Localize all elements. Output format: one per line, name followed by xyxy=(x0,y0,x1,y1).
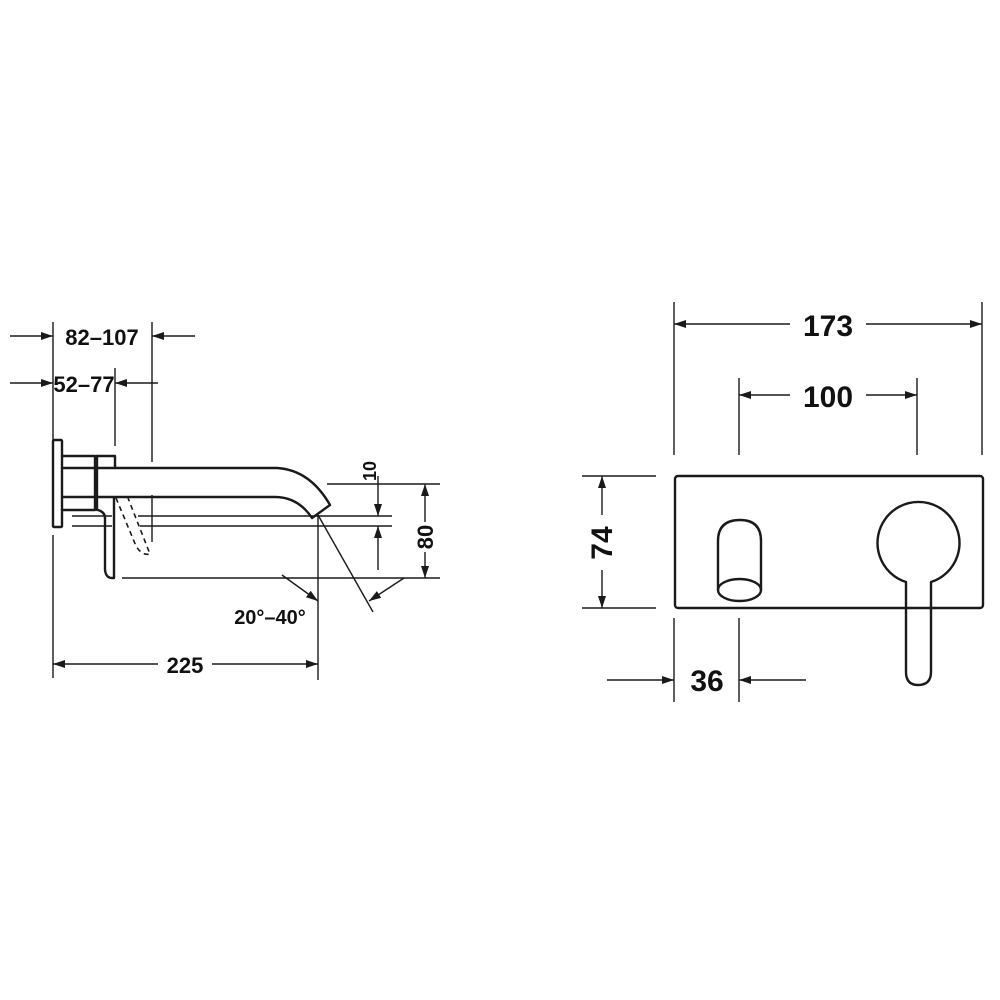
dimension-projection: 225 xyxy=(53,653,318,678)
cover-plate xyxy=(673,474,985,610)
dimension-spray-angle: 20°–40° xyxy=(234,574,405,629)
dim-label-36: 36 xyxy=(690,665,723,698)
dimension-wall-depth-lever: 52–77 xyxy=(10,372,158,397)
dim-label-10: 10 xyxy=(360,461,380,481)
front-view: 173 100 74 3 xyxy=(582,302,985,702)
dimension-plate-height: 74 xyxy=(582,475,656,609)
dim-label-173: 173 xyxy=(803,310,853,343)
dim-label-52-77: 52–77 xyxy=(53,372,114,397)
lever-handle xyxy=(96,496,116,580)
lever-handle-front xyxy=(876,500,961,687)
valve-body xyxy=(60,454,97,512)
spray-angle-line xyxy=(317,514,374,613)
side-view: 82–107 52–77 xyxy=(10,322,440,680)
dimension-axis-distance: 100 xyxy=(739,381,917,414)
dim-label-80: 80 xyxy=(413,525,438,549)
spout xyxy=(60,466,332,520)
dimension-spout-drop: 10 xyxy=(360,461,382,570)
dim-label-100: 100 xyxy=(803,381,853,414)
dim-label-225: 225 xyxy=(167,653,204,678)
dimension-height-total: 80 xyxy=(413,484,438,578)
dimension-plate-width: 173 xyxy=(674,310,982,343)
faucet-side-profile xyxy=(51,438,332,580)
dim-label-82-107: 82–107 xyxy=(65,325,138,350)
dim-label-74: 74 xyxy=(586,526,619,560)
dimension-spout-offset: 36 xyxy=(607,618,806,702)
spout-outlet-front xyxy=(716,518,763,603)
dimension-wall-depth-total: 82–107 xyxy=(10,325,195,350)
wall-rosette xyxy=(51,438,64,529)
lever-hub xyxy=(95,454,117,470)
dim-label-angle: 20°–40° xyxy=(234,607,306,629)
